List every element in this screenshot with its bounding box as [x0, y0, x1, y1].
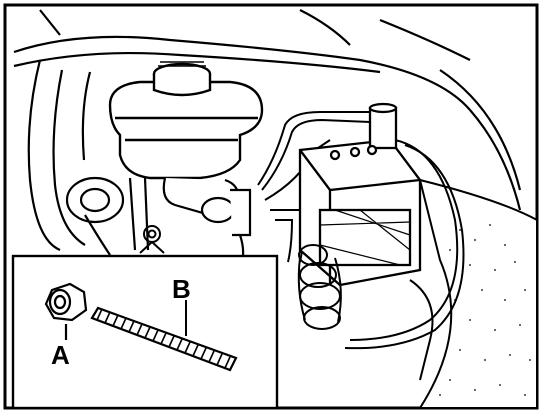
nut-part-a — [44, 282, 88, 340]
inner-fender-right — [418, 178, 538, 409]
abs-unit — [298, 102, 422, 287]
fender-panel — [13, 9, 522, 252]
label-part-a: A — [51, 340, 70, 370]
detail-inset — [11, 254, 279, 410]
bolt-location — [139, 225, 165, 254]
label-part-b: B — [172, 274, 191, 304]
fluid-reservoir — [108, 61, 264, 180]
master-cylinder — [128, 177, 252, 263]
wiring-coil — [297, 244, 342, 330]
brake-booster — [65, 176, 125, 256]
brake-lines — [257, 111, 465, 381]
threaded-rod-part-b — [90, 300, 238, 372]
